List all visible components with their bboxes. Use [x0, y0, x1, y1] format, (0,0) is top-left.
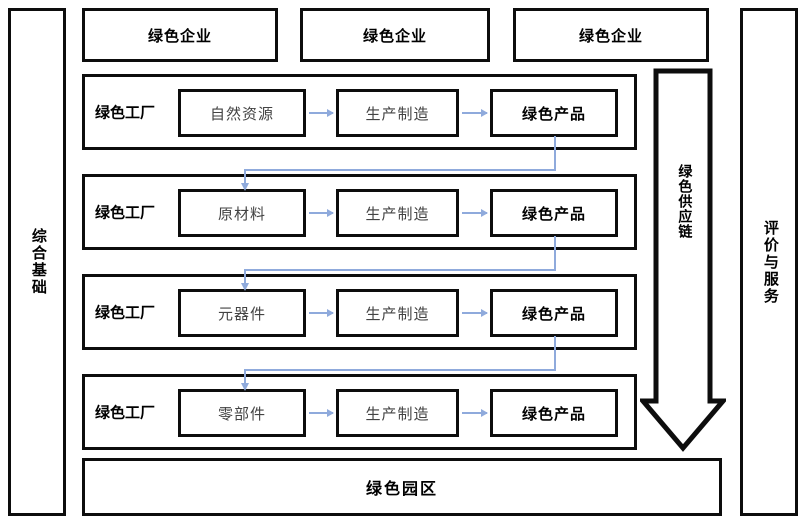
- stage-arrow-1-1: [309, 109, 334, 117]
- stage-arrow-1-2: [462, 109, 488, 117]
- stage-box-2-3: 绿色产品: [490, 189, 618, 237]
- supply-chain-label-wrap: 绿色供应链: [640, 164, 726, 239]
- supply-chain-arrow: 绿色供应链: [637, 68, 729, 452]
- factory-label-1: 绿色工厂: [95, 105, 156, 122]
- stage-arrow-3-2: [462, 309, 488, 317]
- stage-arrow-3-1: [309, 309, 334, 317]
- stage-box-2-1: 原材料: [178, 189, 306, 237]
- stage-box-4-3: 绿色产品: [490, 389, 618, 437]
- factory-row-2: 绿色工厂 原材料 生产制造 绿色产品: [82, 174, 637, 250]
- left-pillar-label: 综合基础: [29, 228, 46, 296]
- stage-label-1-2: 生产制造: [365, 106, 430, 123]
- stage-box-4-1: 零部件: [178, 389, 306, 437]
- factory-row-1: 绿色工厂 自然资源 生产制造 绿色产品: [82, 74, 637, 150]
- elbow-connector-1-2-vertical-right: [554, 136, 556, 171]
- stage-arrow-2-1: [309, 209, 334, 217]
- factory-row-3: 绿色工厂 元器件 生产制造 绿色产品: [82, 274, 637, 350]
- stage-arrow-4-1: [309, 409, 334, 417]
- stage-label-3-1: 元器件: [217, 306, 266, 323]
- elbow-connector-1-2-vertical-left: [244, 169, 246, 184]
- right-pillar-evaluation-service: 评价与服务: [740, 8, 798, 516]
- elbow-connector-3-4-arrowhead: [241, 383, 249, 391]
- factory-row-4: 绿色工厂 零部件 生产制造 绿色产品: [82, 374, 637, 450]
- supply-chain-label: 绿色供应链: [676, 164, 692, 239]
- right-pillar-label: 评价与服务: [761, 219, 778, 305]
- elbow-connector-3-4-horizontal: [244, 369, 556, 371]
- stage-label-3-2: 生产制造: [365, 306, 430, 323]
- enterprise-label-2: 绿色企业: [362, 28, 427, 45]
- stage-label-1-1: 自然资源: [209, 106, 274, 123]
- left-pillar-comprehensive-foundation: 综合基础: [8, 8, 66, 516]
- elbow-connector-3-4-vertical-left: [244, 369, 246, 384]
- enterprise-label-3: 绿色企业: [578, 28, 643, 45]
- stage-box-4-2: 生产制造: [336, 389, 459, 437]
- enterprise-box-3: 绿色企业: [513, 8, 709, 62]
- stage-arrow-2-2: [462, 209, 488, 217]
- stage-label-2-2: 生产制造: [365, 206, 430, 223]
- stage-label-4-1: 零部件: [217, 406, 266, 423]
- elbow-connector-3-4-vertical-right: [554, 336, 556, 371]
- supply-chain-arrow-shape: [637, 68, 729, 452]
- elbow-connector-2-3-horizontal: [244, 269, 556, 271]
- stage-box-3-1: 元器件: [178, 289, 306, 337]
- factory-label-3: 绿色工厂: [95, 305, 156, 322]
- elbow-connector-2-3-vertical-right: [554, 236, 556, 271]
- factory-label-2: 绿色工厂: [95, 205, 156, 222]
- stage-label-2-1: 原材料: [217, 206, 266, 223]
- stage-box-3-2: 生产制造: [336, 289, 459, 337]
- factory-label-4: 绿色工厂: [95, 405, 156, 422]
- enterprise-box-1: 绿色企业: [82, 8, 278, 62]
- stage-box-1-3: 绿色产品: [490, 89, 618, 137]
- stage-label-3-3: 绿色产品: [521, 306, 586, 323]
- stage-box-1-2: 生产制造: [336, 89, 459, 137]
- elbow-connector-1-2-horizontal: [244, 169, 556, 171]
- green-park-label: 绿色园区: [365, 481, 438, 498]
- stage-box-3-3: 绿色产品: [490, 289, 618, 337]
- green-park-box: 绿色园区: [82, 458, 722, 516]
- enterprise-label-1: 绿色企业: [147, 28, 212, 45]
- stage-box-2-2: 生产制造: [336, 189, 459, 237]
- elbow-connector-2-3-vertical-left: [244, 269, 246, 284]
- stage-arrow-4-2: [462, 409, 488, 417]
- stage-label-4-2: 生产制造: [365, 406, 430, 423]
- enterprise-box-2: 绿色企业: [300, 8, 490, 62]
- stage-box-1-1: 自然资源: [178, 89, 306, 137]
- stage-label-2-3: 绿色产品: [521, 206, 586, 223]
- stage-label-4-3: 绿色产品: [521, 406, 586, 423]
- stage-label-1-3: 绿色产品: [521, 106, 586, 123]
- elbow-connector-2-3-arrowhead: [241, 283, 249, 291]
- elbow-connector-1-2-arrowhead: [241, 183, 249, 191]
